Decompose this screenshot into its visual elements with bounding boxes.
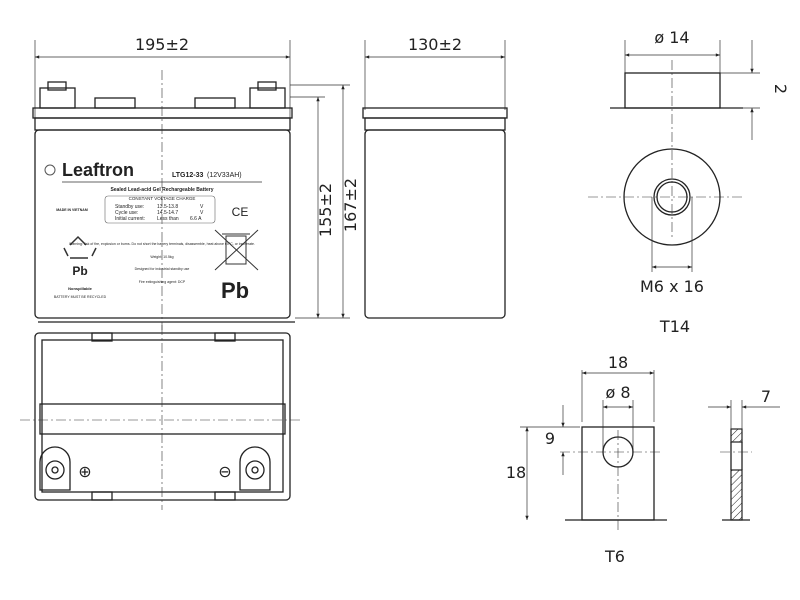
- warning-text: Warning: risk of fire, explosion or burn…: [69, 242, 255, 246]
- width-dimension: 130±2: [408, 35, 462, 54]
- terminal-t14-detail: ø 14 2 M6 x 16 T14: [588, 28, 790, 336]
- ce-mark: CE: [232, 205, 249, 219]
- nonspillable: Nonspillable: [68, 286, 93, 291]
- cycle-unit: V: [200, 210, 204, 216]
- recycle-icon: [63, 235, 97, 259]
- case-height-dimension: 155±2: [316, 183, 335, 237]
- length-dimension: 195±2: [135, 35, 189, 54]
- battery-type: Sealed Lead-acid Gel Rechargeable Batter…: [110, 187, 213, 193]
- total-height-dimension: 167±2: [341, 178, 360, 232]
- front-view: 195±2 Leaftron LTG12-33 (12V33AH) Sealed…: [32, 35, 295, 330]
- rating-text: (12V33AH): [207, 172, 242, 179]
- pb-large: Pb: [221, 278, 249, 303]
- t6-hole-offset: 9: [545, 429, 555, 448]
- height-dimensions: 155±2 167±2: [290, 84, 360, 319]
- made-in: MADE IN VIETNAM: [56, 208, 88, 212]
- t14-diameter: ø 14: [654, 28, 689, 47]
- current-value: Less than: [157, 216, 179, 222]
- cycle-value: 14.5-14.7: [157, 210, 178, 216]
- crossed-bin-icon: [214, 229, 259, 271]
- model-text: LTG12-33: [172, 172, 203, 179]
- t14-thread: M6 x 16: [640, 277, 704, 296]
- standby-label: Standby use:: [115, 204, 144, 210]
- svg-text:⊕: ⊕: [78, 462, 91, 481]
- charge-header: CONSTANT VOLTAGE CHARGE: [129, 196, 196, 201]
- cycle-label: Cycle use:: [115, 210, 138, 216]
- t14-height: 2: [771, 84, 790, 94]
- svg-text:⊖: ⊖: [218, 462, 231, 481]
- pb-small: Pb: [72, 264, 87, 278]
- top-view: ⊕ ⊖: [20, 325, 300, 510]
- designed-text: Designed for industrial standby use: [135, 267, 190, 271]
- t6-thickness: 7: [761, 387, 771, 406]
- side-view: 130±2: [362, 35, 508, 319]
- standby-unit: V: [200, 204, 204, 210]
- weight-text: Weight: 10.5kg: [150, 255, 173, 259]
- t6-hole-diameter: ø 8: [605, 383, 630, 402]
- brand-logo: Leaftron: [62, 160, 134, 180]
- t14-title: T14: [659, 317, 690, 336]
- standby-value: 13.5-13.8: [157, 204, 178, 210]
- t6-height: 18: [506, 463, 526, 482]
- t6-title: T6: [604, 547, 625, 566]
- recycle-text: BATTERY MUST BE RECYCLED: [54, 295, 107, 299]
- fire-text: Fire extinguishing agent: DCP: [139, 280, 186, 284]
- t6-width: 18: [608, 353, 628, 372]
- current-label: Initial current:: [115, 216, 145, 222]
- terminal-right: [249, 87, 286, 109]
- terminal-left: [39, 87, 76, 109]
- terminal-t6-detail: 18 ø 8 18 9 T6 7: [506, 353, 780, 566]
- current-amount: 6.6 A: [190, 216, 202, 222]
